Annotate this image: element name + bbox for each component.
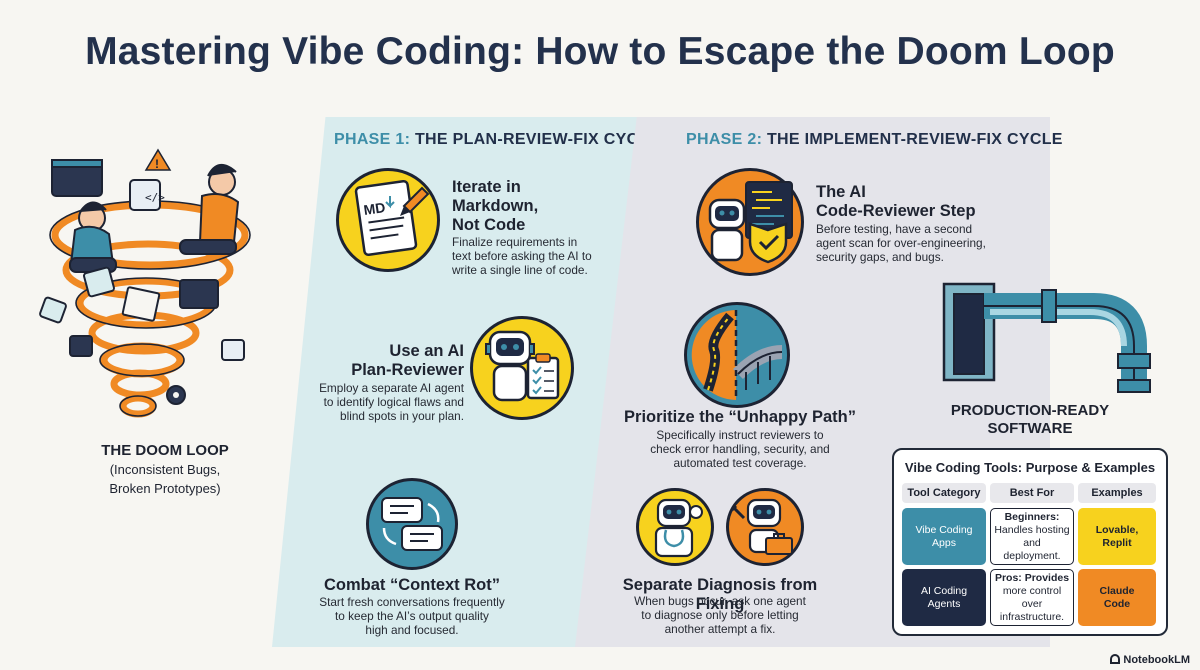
phase2-item1-desc: Before testing, have a second agent scan…	[816, 222, 986, 264]
phase1-item1-desc: Finalize requirements in text before ask…	[452, 235, 592, 277]
phase1-label: THE PLAN-REVIEW-FIX CYCLE	[414, 131, 660, 148]
phase2-label: THE IMPLEMENT-REVIEW-FIX CYCLE	[766, 131, 1063, 148]
phase2-item2-desc: Specifically instruct reviewers to check…	[620, 428, 860, 470]
brand-logo: NotebookLM	[1110, 654, 1190, 666]
phase1-prefix: PHASE 1:	[334, 131, 411, 148]
phase2-item3-desc-line1: When bugs occur, ask one agent	[634, 594, 806, 608]
phase1-item1-desc-line3: write a single line of code.	[452, 263, 588, 277]
phase2-item1-desc-line2: agent scan for over-engineering,	[816, 236, 986, 250]
tools-row1-examples-line2: Replit	[1102, 536, 1132, 549]
phase1-item3-title: Combat “Context Rot”	[324, 576, 500, 594]
brand-icon	[1110, 654, 1121, 664]
mechanic-robot-icon	[730, 498, 793, 555]
phase2-item1-title: The AI Code-Reviewer Step	[816, 183, 976, 221]
tools-row1-best-for-line2: Handles hosting	[994, 523, 1070, 536]
phase1-item1-title-line2: Markdown,	[452, 197, 539, 215]
phase2-item3-desc-line2: to diagnose only before letting	[641, 608, 799, 622]
phase2-item1-title-line2: Code-Reviewer Step	[816, 202, 976, 220]
tools-row1-examples-line1: Lovable,	[1095, 523, 1139, 536]
phase1-item2-desc-line1: Employ a separate AI agent	[319, 381, 464, 395]
phase1-item2-desc: Employ a separate AI agent to identify l…	[296, 381, 464, 423]
phase2-heading: PHASE 2: THE IMPLEMENT-REVIEW-FIX CYCLE	[686, 131, 1063, 149]
phase2-item3-desc-line3: another attempt a fix.	[664, 622, 776, 636]
tools-header-best-for: Best For	[990, 483, 1074, 503]
chat-bubbles-icon	[381, 497, 443, 551]
doctor-robot-icon	[654, 498, 703, 558]
svg-text:!: !	[155, 157, 159, 171]
doom-loop-subtitle-line2: Broken Prototypes)	[109, 481, 221, 496]
phase2-prefix: PHASE 2:	[686, 131, 763, 148]
phase2-item1-desc-line3: security gaps, and bugs.	[816, 250, 944, 264]
doom-loop-subtitle-line1: (Inconsistent Bugs,	[109, 462, 221, 477]
stressed-person-right	[179, 164, 240, 255]
tools-row2-best-for-line2: more control over	[1002, 584, 1062, 610]
phase1-item2-title-line2: Plan-Reviewer	[351, 361, 464, 379]
warning-icon	[144, 148, 172, 171]
doorway-pipe-illustration	[942, 282, 1151, 393]
tools-row1-category-line1: Vibe Coding	[915, 523, 973, 536]
tools-row1-best-for-line1: Beginners:	[1004, 510, 1060, 523]
tools-row2-category-line1: AI Coding	[920, 584, 968, 597]
phase1-item3-desc-line3: high and focused.	[365, 623, 459, 637]
markdown-notepad-icon: MD	[354, 179, 430, 257]
phase1-item3-desc-line2: to keep the AI’s output quality	[335, 609, 489, 623]
phase1-item1-desc-line2: text before asking the AI to	[452, 249, 592, 263]
tools-row2-best-for-line3: infrastructure.	[999, 610, 1065, 623]
robot-code-shield-icon	[708, 181, 793, 264]
tools-row1-examples: Lovable,Replit	[1078, 508, 1156, 565]
tools-row2-examples-line1: Claude	[1099, 584, 1135, 597]
phase2-item1-desc-line1: Before testing, have a second	[816, 222, 973, 236]
robot-clipboard-icon	[485, 330, 560, 402]
phase1-item1-title-line3: Not Code	[452, 216, 526, 234]
tools-header-category: Tool Category	[902, 483, 986, 503]
tools-row1-best-for-line3: and deployment.	[1003, 536, 1061, 562]
phase1-item3-desc-line1: Start fresh conversations frequently	[319, 595, 505, 609]
phase2-item3-desc: When bugs occur, ask one agent to diagno…	[600, 594, 840, 636]
phase1-item1-title-line1: Iterate in	[452, 178, 521, 196]
doom-loop-label: THE DOOM LOOP (Inconsistent Bugs, Broken…	[60, 442, 270, 497]
page-title: Mastering Vibe Coding: How to Escape the…	[85, 30, 1115, 73]
phase2-item2-desc-line3: automated test coverage.	[673, 456, 807, 470]
phase1-item2-desc-line3: blind spots in your plan.	[340, 409, 464, 423]
phase1-item2-desc-line2: to identify logical flaws and	[323, 395, 464, 409]
phase2-item2-title: Prioritize the “Unhappy Path”	[624, 408, 856, 426]
phase1-item1-desc-line1: Finalize requirements in	[452, 235, 578, 249]
phase1-item1-title: Iterate in Markdown, Not Code	[452, 178, 538, 235]
phase1-item2-title-line1: Use an AI	[389, 342, 464, 360]
tools-table-title: Vibe Coding Tools: Purpose & Examples	[904, 460, 1156, 475]
md-badge: MD	[363, 199, 387, 218]
tools-row2-examples-line2: Code	[1103, 597, 1131, 610]
doom-loop-tornado-illustration: </> !	[39, 148, 251, 418]
phase1-item3-desc: Start fresh conversations frequently to …	[282, 595, 542, 637]
phase2-item2-desc-line1: Specifically instruct reviewers to	[656, 428, 824, 442]
brand-name: NotebookLM	[1123, 654, 1190, 666]
tools-row2-best-for-line1: Pros: Provides	[994, 571, 1070, 584]
doom-loop-title: THE DOOM LOOP	[101, 442, 229, 459]
tools-header-examples: Examples	[1078, 483, 1156, 503]
svg-text:</>: </>	[145, 191, 165, 204]
phase2-item1-title-line1: The AI	[816, 183, 866, 201]
production-ready-line2: SOFTWARE	[987, 420, 1073, 437]
tools-row2-category-line2: Agents	[927, 597, 961, 610]
context-rot-illustration	[366, 478, 458, 570]
broken-road-bridge-icon	[691, 310, 783, 400]
production-ready-label: PRODUCTION-READY SOFTWARE	[920, 402, 1140, 438]
phase1-heading: PHASE 1: THE PLAN-REVIEW-FIX CYCLE	[334, 131, 659, 149]
phase2-item3-title: Separate Diagnosis from Fixing	[622, 576, 818, 613]
tools-row1-category-line2: Apps	[932, 536, 956, 549]
code-tag-icon	[129, 179, 161, 211]
phase1-item2-title: Use an AI Plan-Reviewer	[296, 342, 464, 380]
production-ready-line1: PRODUCTION-READY	[950, 402, 1110, 419]
tools-table: Vibe Coding Tools: Purpose & Examples To…	[892, 448, 1168, 636]
phase2-item2-desc-line2: check error handling, security, and	[650, 442, 830, 456]
